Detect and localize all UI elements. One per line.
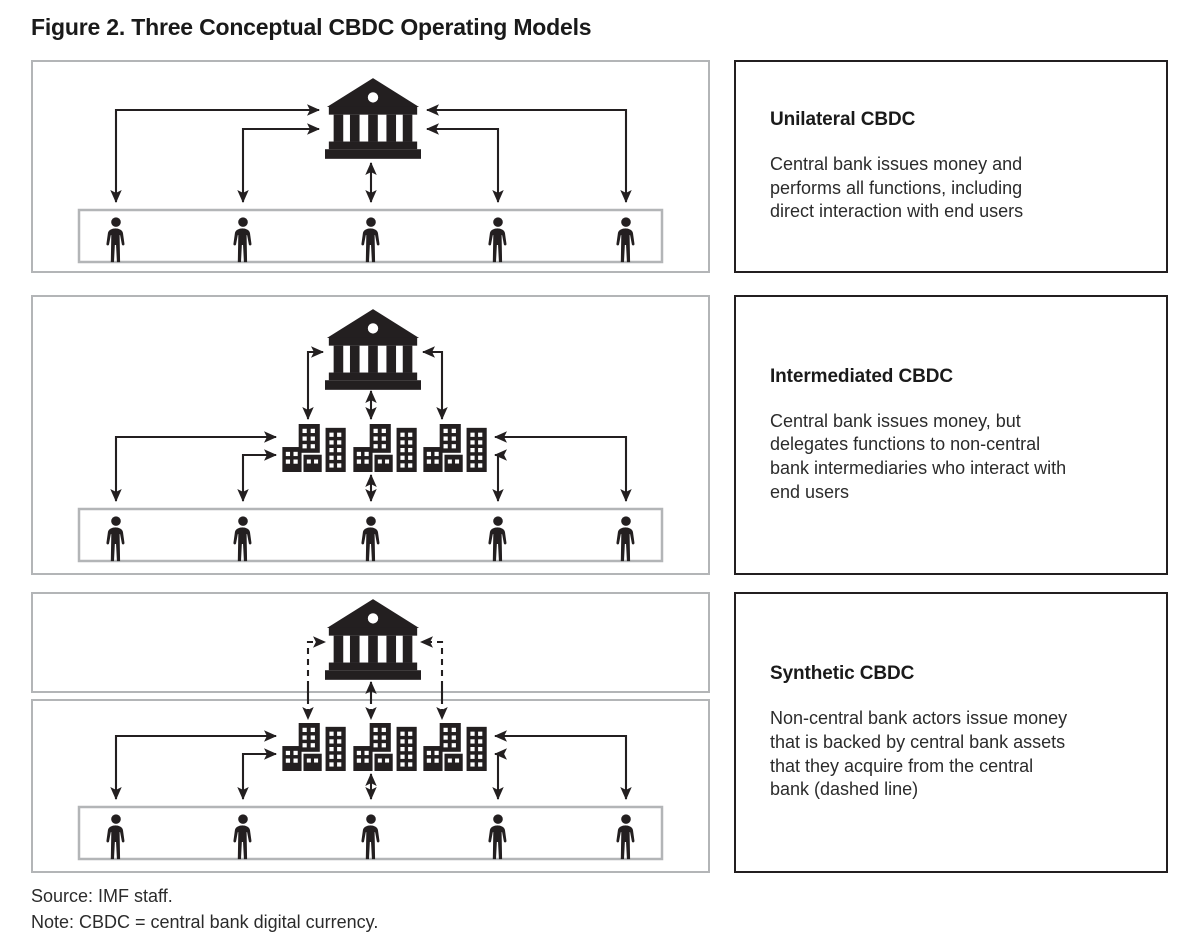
end-user-icon	[616, 516, 635, 562]
flow-user4-intermediary	[492, 449, 507, 503]
diagram-panel-intermediated	[31, 295, 710, 575]
intermediary-icon	[423, 424, 487, 472]
description-card-unilateral: Unilateral CBDC Central bank issues mone…	[734, 60, 1168, 273]
diagram-panel-synthetic-centralbank	[31, 592, 710, 698]
end-users-group-box	[77, 208, 664, 264]
flow-intermediary1-centralbank	[302, 346, 325, 421]
card-title-synthetic: Synthetic CBDC	[770, 663, 915, 684]
end-users-group-box	[77, 507, 664, 563]
flow-user1-intermediary	[110, 730, 278, 801]
description-card-intermediated: Intermediated CBDC Central bank issues m…	[734, 295, 1168, 575]
end-user-icon	[106, 217, 125, 263]
flow-dashed-intermediary3-centralbank	[419, 636, 444, 698]
card-title-unilateral: Unilateral CBDC	[770, 108, 916, 130]
intermediary-icon	[353, 723, 417, 771]
intermediary-icon	[282, 424, 346, 472]
flow-user4-centralbank	[425, 123, 504, 204]
flow-user5-centralbank	[425, 104, 632, 204]
diagram-panel-unilateral	[31, 60, 710, 273]
central-bank-icon	[325, 309, 421, 390]
flow-user2-intermediary	[237, 449, 278, 503]
end-user-icon	[488, 516, 507, 562]
diagram-unilateral-svg	[77, 78, 664, 264]
intermediary-icon	[353, 424, 417, 472]
flow-user1-centralbank	[110, 104, 321, 204]
intermediary-icon	[282, 723, 346, 771]
flow-user5-intermediary	[493, 431, 632, 503]
card-body-intermediated: Central bank issues money, but delegates…	[770, 410, 1067, 502]
flow-intermediary3-centralbank	[421, 346, 448, 421]
end-user-icon	[361, 217, 380, 263]
diagram-synthetic-bottom-svg	[77, 687, 664, 861]
diagram-intermediated-svg	[77, 309, 664, 563]
intermediary-icon	[423, 723, 487, 771]
end-user-icon	[106, 516, 125, 562]
central-bank-icon	[325, 78, 421, 159]
flow-user1-intermediary	[110, 431, 278, 503]
flow-user2-intermediary	[237, 748, 278, 801]
flow-user2-centralbank	[237, 123, 321, 204]
end-user-icon	[488, 814, 507, 860]
card-title-intermediated: Intermediated CBDC	[770, 365, 953, 387]
end-users-group-box	[77, 805, 664, 861]
flow-user5-intermediary	[493, 730, 632, 801]
figure-note: Note: CBDC = central bank digital curren…	[31, 912, 379, 932]
end-user-icon	[616, 814, 635, 860]
diagram-synthetic-top-svg	[306, 599, 444, 698]
end-user-icon	[233, 217, 252, 263]
flow-dashed-intermediary1-centralbank	[306, 636, 327, 698]
end-user-icon	[233, 516, 252, 562]
card-body-synthetic: Non-central bank actors issue money that…	[770, 708, 1068, 800]
end-user-icon	[488, 217, 507, 263]
end-user-icon	[361, 814, 380, 860]
description-card-synthetic: Synthetic CBDC Non-central bank actors i…	[734, 592, 1168, 873]
end-user-icon	[616, 217, 635, 263]
central-bank-icon	[325, 599, 421, 680]
end-user-icon	[361, 516, 380, 562]
end-user-icon	[233, 814, 252, 860]
flow-user4-intermediary	[492, 748, 507, 801]
card-body-unilateral: Central bank issues money and performs a…	[770, 153, 1024, 222]
figure-title: Figure 2. Three Conceptual CBDC Operatin…	[31, 14, 592, 40]
end-user-icon	[106, 814, 125, 860]
diagram-panel-synthetic-market	[31, 687, 710, 873]
figure-source: Source: IMF staff.	[31, 886, 173, 906]
